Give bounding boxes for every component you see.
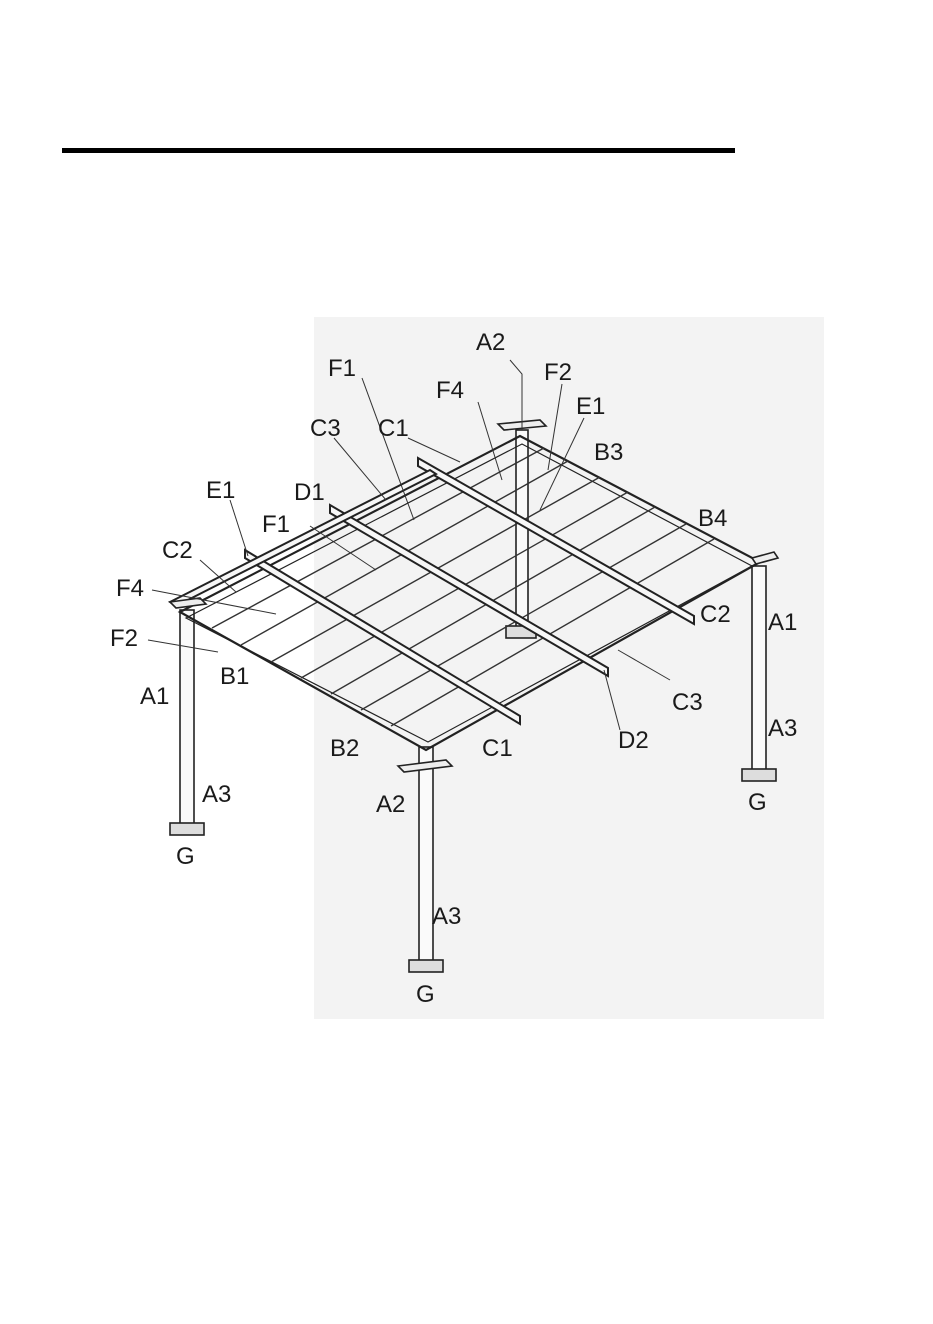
label-e1-right: E1 (576, 393, 605, 420)
label-a3-front: A3 (432, 903, 461, 930)
label-f4-left: F4 (116, 575, 144, 602)
label-f2-left: F2 (110, 625, 138, 652)
label-d2: D2 (618, 727, 649, 754)
label-f1-top: F1 (328, 355, 356, 382)
label-c1-bottom: C1 (482, 735, 513, 762)
label-b4: B4 (698, 505, 727, 532)
post-right (742, 566, 776, 781)
label-g-right: G (748, 789, 767, 816)
label-g-front: G (416, 981, 435, 1008)
label-a3-left: A3 (202, 781, 231, 808)
label-b3: B3 (594, 439, 623, 466)
label-e1-left: E1 (206, 477, 235, 504)
label-a3-right: A3 (768, 715, 797, 742)
label-a2-top: A2 (476, 329, 505, 356)
label-b1: B1 (220, 663, 249, 690)
part-labels: A2 F1 F4 F2 E1 C3 C1 B3 E1 D1 F1 B4 C2 F… (110, 329, 797, 1008)
label-f4-top: F4 (436, 377, 464, 404)
label-a1-left: A1 (140, 683, 169, 710)
label-g-left: G (176, 843, 195, 870)
post-front (409, 747, 443, 972)
label-c1-top: C1 (378, 415, 409, 442)
label-c3-top: C3 (310, 415, 341, 442)
label-d1: D1 (294, 479, 325, 506)
label-c2-left: C2 (162, 537, 193, 564)
label-a2-front: A2 (376, 791, 405, 818)
post-left (170, 610, 204, 835)
label-f1-mid: F1 (262, 511, 290, 538)
label-c3-right: C3 (672, 689, 703, 716)
label-c2-right: C2 (700, 601, 731, 628)
label-b2: B2 (330, 735, 359, 762)
label-f2-top: F2 (544, 359, 572, 386)
label-a1-right: A1 (768, 609, 797, 636)
